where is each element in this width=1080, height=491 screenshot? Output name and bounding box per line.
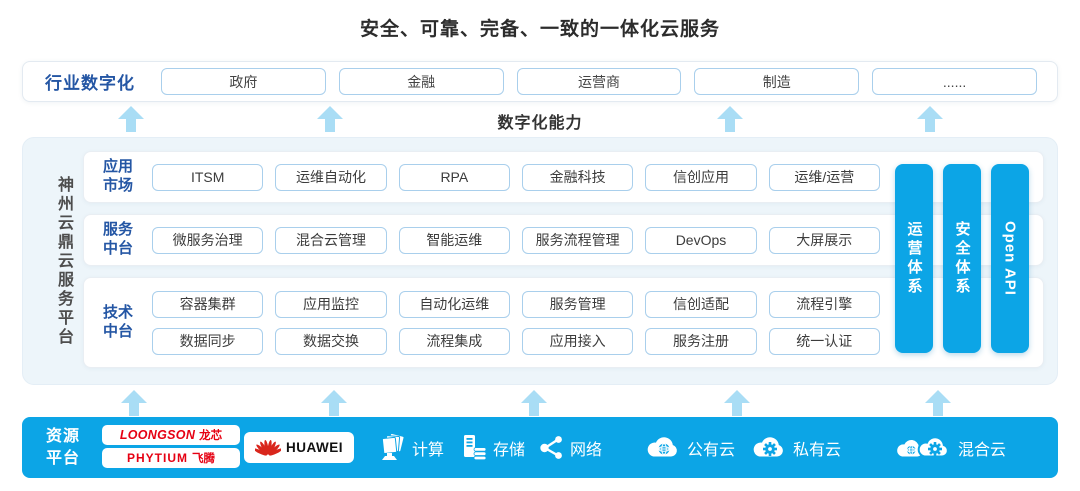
private-cloud-icon [750,435,787,460]
loongson-logo-cn: 龙芯 [199,430,223,442]
huawei-flower-icon [255,437,281,459]
capability-chip: 智能运维 [398,226,510,254]
capability-chip: 统一认证 [768,327,880,355]
pillar: Open API [991,164,1029,353]
capability-chip: 服务管理 [521,290,634,318]
chip-line: 微服务治理混合云管理智能运维服务流程管理 DevOps 大屏展示 [152,226,880,254]
chip-line: ITSM 运维自动化 RPA 金融科技信创应用运维/运营 [152,163,880,191]
capability-chip: 自动化运维 [398,290,510,318]
capability-chip: 容器集群 [152,290,264,318]
up-arrow [118,106,144,132]
row-label: 服务 中台 [102,221,133,257]
platform-side-label: 神州云鼎云服务平台 [55,175,72,347]
resource-item-label: 计算 [412,441,445,459]
industry-chip: ...... [872,68,1037,95]
resource-item: 混合云 [894,417,1006,478]
pillar: 运营体系 [895,164,933,353]
page-title: 安全、可靠、完备、一致的一体化云服务 [359,19,720,40]
resource-item: 私有云 [750,417,841,478]
capability-chip: 流程引擎 [768,290,880,318]
huawei-logo-text: HUAWEI [286,440,343,455]
platform-panel: 神州云鼎云服务平台 应用 市场 ITSM 运维自动化 RPA 金融科技信创应用运维/运… [22,137,1058,385]
phytium-logo: PHYTIUM 飞腾 [102,448,240,468]
storage-icon [461,434,487,461]
industry-row: 行业数字化 政府金融运营商制造...... [22,61,1058,102]
capability-chip: ITSM [152,163,264,191]
row-chips: 微服务治理混合云管理智能运维服务流程管理 DevOps 大屏展示 [152,226,880,254]
up-arrow [121,390,147,416]
capability-chip: 大屏展示 [768,226,880,254]
huawei-logo: HUAWEI [244,432,354,463]
capability-label: 数字化能力 [497,115,583,132]
loongson-logo-text: LOONGSON [119,428,196,442]
industry-row-label: 行业数字化 [45,74,135,93]
capability-chip: 应用监控 [275,290,387,318]
resource-band-label: 资源 平台 [46,427,81,467]
row-app-market: 应用 市场 ITSM 运维自动化 RPA 金融科技信创应用运维/运营 [83,151,1044,203]
row-label: 应用 市场 [102,158,133,194]
resource-item: 计算 [379,417,444,478]
row-service-platform: 服务 中台 微服务治理混合云管理智能运维服务流程管理 DevOps 大屏展示 [83,214,1044,266]
industry-chip: 运营商 [516,68,682,95]
up-arrow [317,106,343,132]
capability-chip: 流程集成 [398,327,510,355]
phytium-logo-cn: 飞腾 [192,453,215,465]
row-label: 技术 中台 [102,303,133,340]
industry-chip: 政府 [161,68,326,95]
capability-chip: 应用接入 [521,327,634,355]
capability-chip: 运维自动化 [275,163,387,191]
capability-chip: 微服务治理 [152,226,264,254]
resource-item: 存储 [461,417,525,478]
capability-chip: 服务流程管理 [521,226,634,254]
up-arrow [521,390,547,416]
row-tech-platform: 技术 中台 容器集群应用监控自动化运维服务管理信创适配流程引擎数据同步数据交换流… [83,277,1044,368]
industry-chips: 政府金融运营商制造...... [161,68,1037,95]
up-arrow [917,106,943,132]
network-icon [539,435,564,460]
capability-chip: 信创应用 [645,163,757,191]
resource-item: 网络 [539,417,602,478]
capability-chip: DevOps [645,226,757,254]
loongson-logo: LOONGSON 龙芯 [102,425,240,445]
phytium-logo-text: PHYTIUM [127,451,188,465]
capability-chip: 金融科技 [521,163,634,191]
row-chips: 容器集群应用监控自动化运维服务管理信创适配流程引擎数据同步数据交换流程集成应用接… [152,290,880,355]
industry-chip: 金融 [338,68,504,95]
chip-line: 容器集群应用监控自动化运维服务管理信创适配流程引擎 [152,290,880,318]
resource-band: 资源 平台 LOONGSON 龙芯 PHYTIUM 飞腾 HUAWE [22,417,1058,478]
resource-item-label: 混合云 [958,441,1007,459]
pillar: 安全体系 [943,164,981,353]
capability-chip: RPA [398,163,510,191]
hybrid-cloud-icon [894,434,952,461]
up-arrow [925,390,951,416]
up-arrow [724,390,750,416]
resource-item: 公有云 [644,417,735,478]
compute-icon [379,434,406,461]
resource-item-label: 私有云 [793,441,842,459]
resource-item-label: 存储 [493,441,526,459]
capability-chip: 数据同步 [152,327,264,355]
capability-chip: 信创适配 [645,290,757,318]
up-arrow [321,390,347,416]
chip-line: 数据同步数据交换流程集成应用接入服务注册统一认证 [152,327,880,355]
resource-item-label: 公有云 [687,441,736,459]
capability-chip: 服务注册 [645,327,757,355]
public-cloud-icon [644,435,681,460]
capability-chip: 数据交换 [275,327,387,355]
resource-items: 计算 存储 网络 公有云 [22,417,1058,478]
industry-chip: 制造 [694,68,860,95]
up-arrow [717,106,743,132]
capability-chip: 混合云管理 [275,226,387,254]
resource-item-label: 网络 [570,441,603,459]
row-chips: ITSM 运维自动化 RPA 金融科技信创应用运维/运营 [152,163,880,191]
capability-chip: 运维/运营 [768,163,880,191]
pillars: 运营体系安全体系 Open API [895,164,1044,353]
